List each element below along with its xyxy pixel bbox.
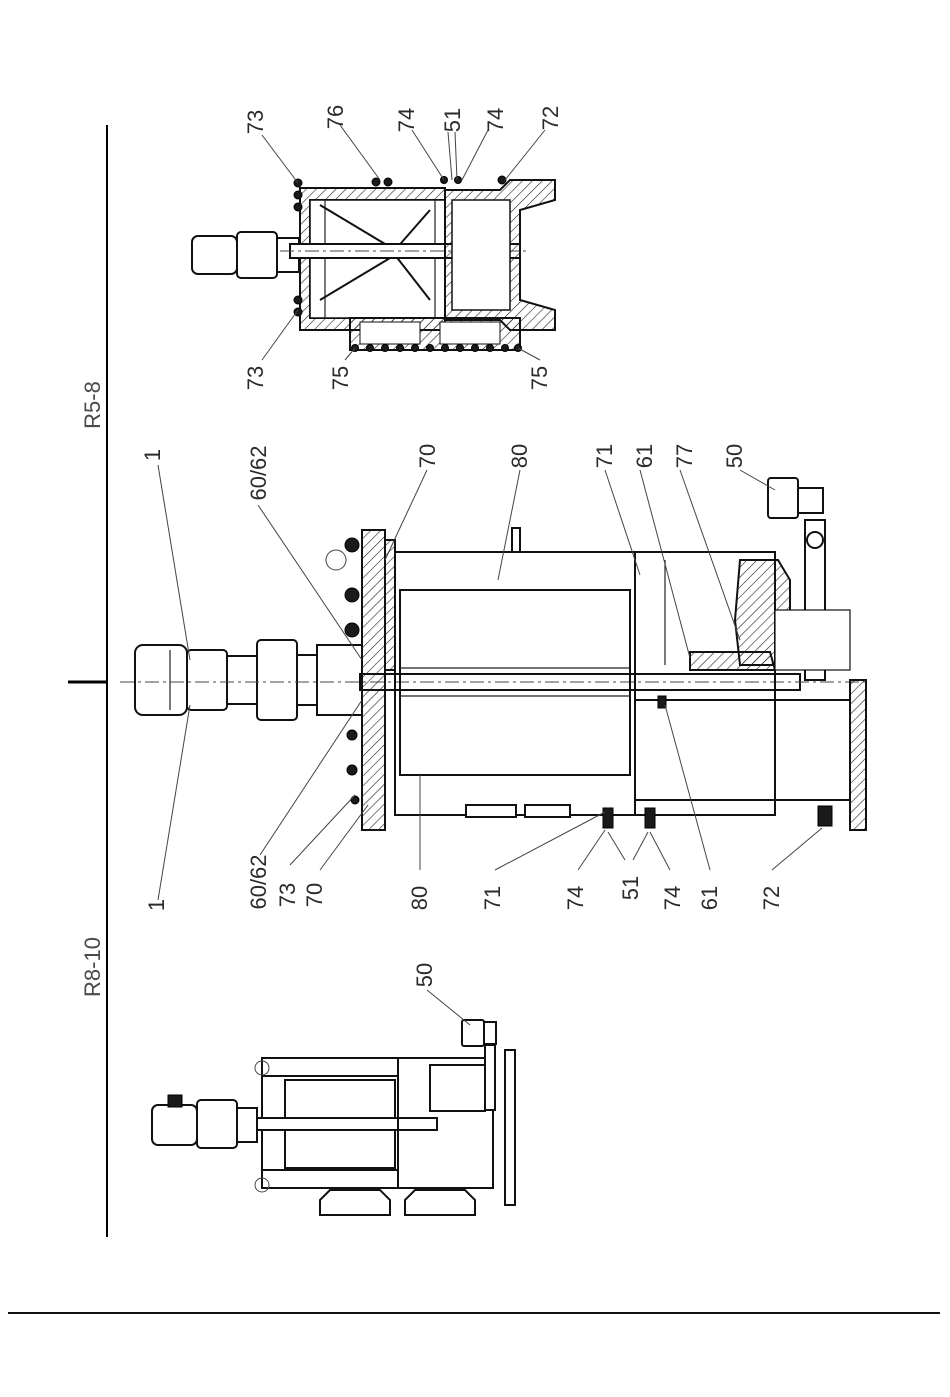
main-gearbox (187, 650, 227, 710)
callout-mid-50: 50 (722, 444, 747, 468)
main-valve-actuator (768, 478, 798, 518)
bottom-outlet-a (320, 1190, 390, 1215)
middle-view-assembly: 1 60/62 70 80 71 61 77 50 1 60/62 73 70 … (120, 444, 870, 911)
callout-mid-70b: 70 (302, 883, 327, 907)
callout-mid-73: 73 (275, 883, 300, 907)
callout-mid-72: 72 (759, 886, 784, 910)
callout-mid-61b: 61 (697, 886, 722, 910)
callout-top-75a: 75 (328, 366, 353, 390)
main-top-flange (362, 530, 385, 830)
callout-mid-51: 51 (618, 876, 643, 900)
callout-mid-71b: 71 (480, 886, 505, 910)
bottom-gearbox (197, 1100, 237, 1148)
bottom-view-assembly: 50 (152, 963, 515, 1215)
section-label-top: R5-8 (80, 381, 105, 429)
callout-top-75b: 75 (527, 366, 552, 390)
main-motor (135, 645, 187, 715)
callout-mid-80a: 80 (507, 444, 532, 468)
callout-bottom-50: 50 (412, 963, 437, 987)
bottom-valve-actuator (462, 1020, 484, 1046)
callout-mid-1b: 1 (144, 899, 169, 911)
bottom-base-plate (505, 1050, 515, 1205)
callout-mid-60-62a: 60/62 (246, 445, 271, 500)
top-view-assembly: 73 76 74 51 74 72 73 75 75 (192, 105, 563, 390)
bottom-outlet-b (405, 1190, 475, 1215)
callout-mid-74a: 74 (563, 886, 588, 910)
callout-mid-61a: 61 (632, 444, 657, 468)
main-sight-glass-b (525, 805, 570, 817)
callout-top-73a: 73 (243, 110, 268, 134)
bottom-shaft (257, 1118, 437, 1130)
top-gearbox (237, 232, 277, 278)
bottom-motor (152, 1105, 197, 1145)
main-sight-glass-a (466, 805, 516, 817)
callout-top-74a: 74 (394, 108, 419, 132)
callout-mid-74b: 74 (660, 886, 685, 910)
callout-top-51: 51 (440, 108, 465, 132)
callout-top-73b: 73 (243, 366, 268, 390)
callout-mid-70a: 70 (415, 444, 440, 468)
main-cone (690, 652, 775, 670)
callout-top-76: 76 (323, 105, 348, 129)
callout-mid-77: 77 (672, 444, 697, 468)
callout-mid-71a: 71 (592, 444, 617, 468)
callout-mid-80b: 80 (407, 886, 432, 910)
callout-mid-1a: 1 (140, 449, 165, 461)
main-base-flange (850, 680, 866, 830)
callout-top-74b: 74 (483, 108, 508, 132)
callout-mid-60-62b: 60/62 (246, 854, 271, 909)
top-motor (192, 236, 237, 274)
callout-top-72: 72 (538, 106, 563, 130)
section-label-bottom: R8-10 (80, 937, 105, 997)
